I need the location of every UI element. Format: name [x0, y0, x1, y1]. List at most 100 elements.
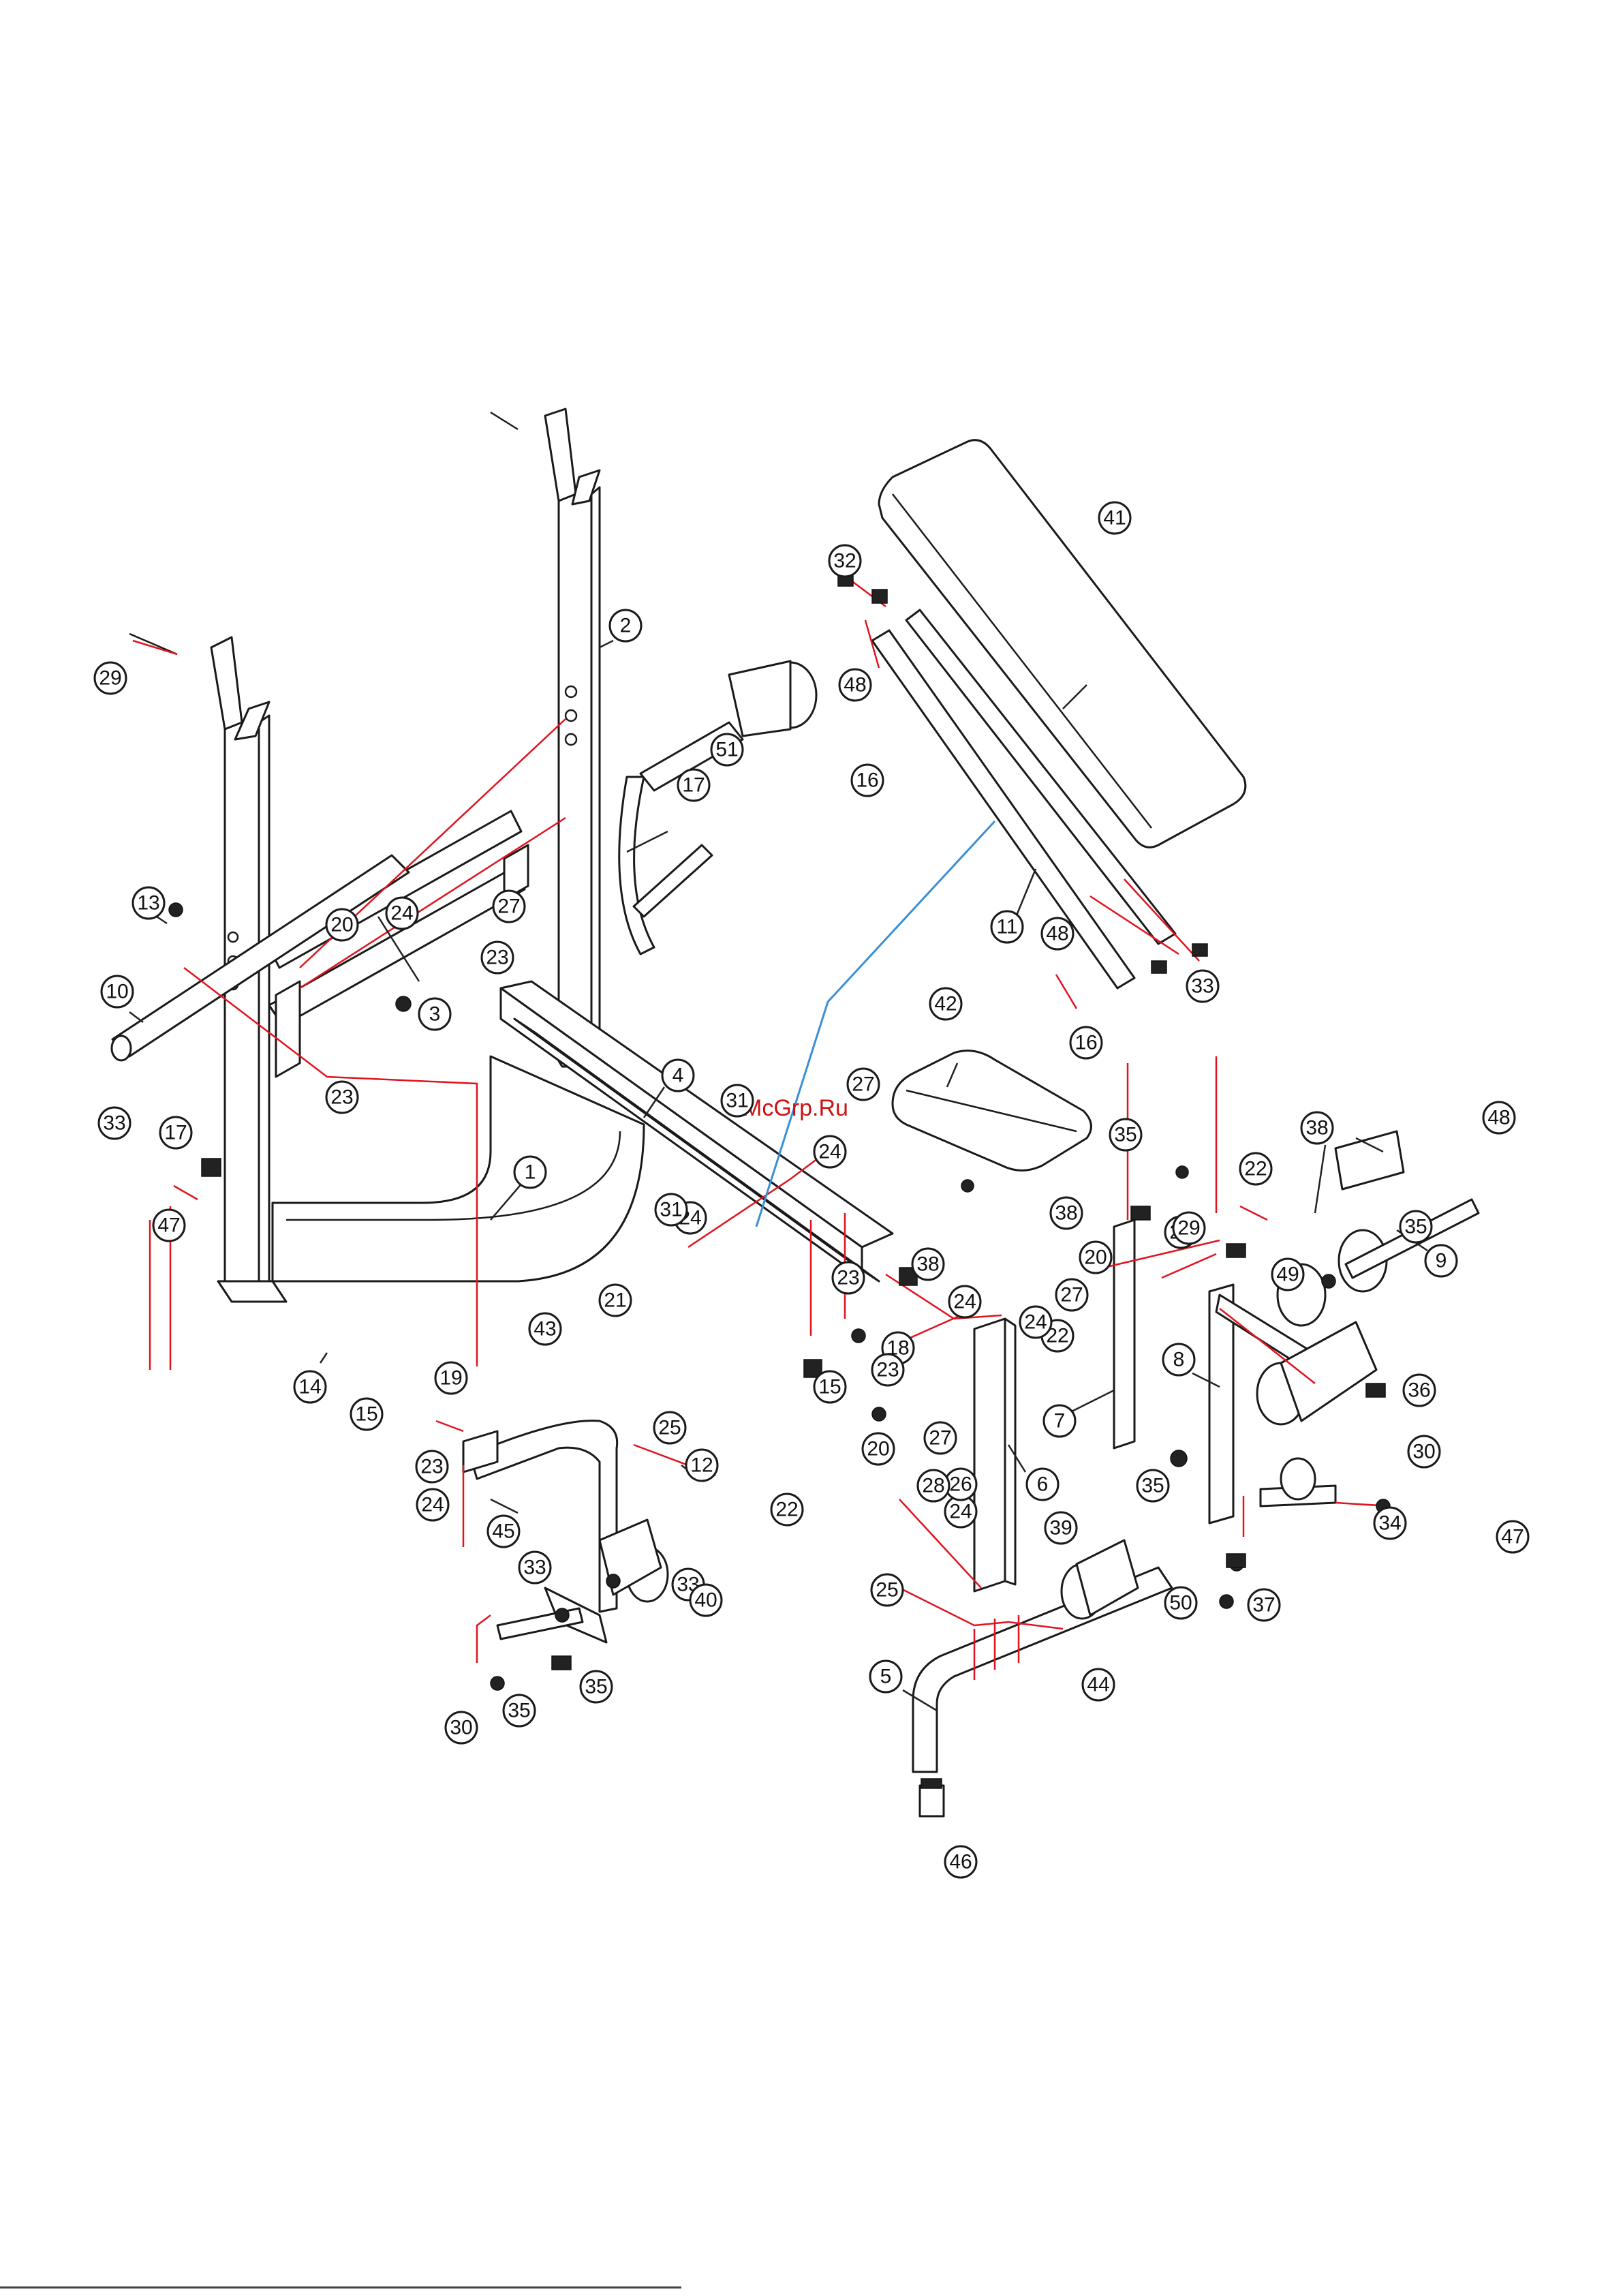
callout-44: 44	[1083, 1669, 1114, 1700]
callout-24: 24	[949, 1286, 980, 1317]
callout-number: 5	[880, 1666, 892, 1688]
callout-34: 34	[1374, 1507, 1406, 1539]
callout-45: 45	[488, 1516, 519, 1547]
callout-number: 6	[1037, 1473, 1049, 1496]
callout-number: 8	[1173, 1349, 1185, 1371]
callout-number: 24	[421, 1494, 444, 1516]
callout-number: 25	[658, 1417, 681, 1439]
callout-37: 37	[1248, 1589, 1280, 1621]
callout-49: 49	[1272, 1259, 1303, 1290]
callout-30: 30	[446, 1712, 477, 1743]
callout-number: 35	[1141, 1475, 1164, 1497]
callout-27: 27	[925, 1422, 956, 1454]
callout-23: 23	[326, 1082, 358, 1113]
callout-47: 47	[1497, 1521, 1528, 1552]
callout-24: 24	[386, 898, 418, 929]
callout-number: 34	[1378, 1512, 1401, 1535]
callout-number: 3	[429, 1003, 441, 1026]
callout-27: 27	[848, 1069, 879, 1100]
callout-number: 48	[844, 674, 866, 697]
callout-17: 17	[678, 769, 709, 801]
callout-29: 29	[95, 662, 126, 694]
callout-22: 22	[1240, 1153, 1271, 1184]
callout-number: 1	[525, 1161, 536, 1184]
callout-number: 33	[1191, 975, 1214, 998]
callout-51: 51	[711, 734, 743, 765]
callout-number: 11	[996, 916, 1017, 938]
callout-number: 9	[1436, 1250, 1447, 1272]
callout-number: 15	[355, 1403, 377, 1426]
callout-24: 24	[1020, 1306, 1051, 1338]
callout-number: 7	[1054, 1410, 1066, 1433]
watermark-text: McGrp.Ru	[743, 1095, 848, 1121]
callout-43: 43	[529, 1313, 561, 1345]
callout-15: 15	[814, 1371, 846, 1403]
callout-47: 47	[153, 1210, 185, 1241]
callout-48: 48	[1042, 918, 1073, 949]
callout-35: 35	[1400, 1211, 1432, 1242]
callout-23: 23	[872, 1354, 903, 1386]
callout-number: 30	[1412, 1441, 1435, 1463]
callout-number: 22	[775, 1499, 798, 1521]
callout-7: 7	[1044, 1405, 1075, 1437]
callout-9: 9	[1425, 1245, 1457, 1276]
callout-number: 17	[682, 774, 705, 797]
callout-number: 10	[106, 981, 128, 1003]
callout-number: 20	[330, 914, 353, 936]
callout-number: 48	[1046, 923, 1068, 945]
callout-number: 27	[852, 1073, 874, 1096]
callout-number: 46	[949, 1851, 972, 1873]
callout-2: 2	[610, 610, 641, 641]
callout-number: 22	[1244, 1158, 1267, 1180]
callout-31: 31	[722, 1085, 753, 1116]
callout-20: 20	[863, 1433, 894, 1465]
callout-48: 48	[839, 669, 871, 701]
callout-number: 48	[1487, 1107, 1510, 1129]
callout-number: 51	[715, 739, 738, 761]
callout-number: 20	[867, 1438, 889, 1460]
callout-19: 19	[435, 1362, 467, 1394]
callout-33: 33	[99, 1107, 130, 1139]
callout-number: 13	[137, 892, 159, 915]
callout-number: 25	[876, 1579, 898, 1602]
callout-number: 24	[390, 902, 413, 925]
callout-30: 30	[1408, 1436, 1440, 1467]
callout-20: 20	[1080, 1242, 1111, 1273]
callout-29: 29	[1173, 1212, 1205, 1244]
callout-12: 12	[686, 1450, 717, 1481]
callout-number: 4	[673, 1065, 684, 1087]
callout-number: 12	[690, 1454, 713, 1477]
callout-24: 24	[814, 1136, 846, 1167]
callout-23: 23	[482, 942, 513, 973]
callout-number: 29	[1177, 1217, 1200, 1240]
callout-6: 6	[1027, 1469, 1058, 1500]
right-upright	[545, 409, 617, 1067]
callout-16: 16	[852, 765, 883, 796]
callout-number: 14	[298, 1376, 321, 1398]
callout-number: 27	[929, 1427, 951, 1450]
callout-number: 35	[1404, 1216, 1427, 1238]
callout-number: 23	[420, 1456, 443, 1478]
callout-number: 37	[1252, 1594, 1275, 1617]
callout-33: 33	[1187, 970, 1218, 1002]
callout-number: 32	[833, 550, 856, 572]
callout-number: 35	[1114, 1124, 1137, 1146]
callout-number: 19	[439, 1367, 462, 1390]
callout-number: 21	[604, 1289, 626, 1312]
callout-number: 24	[818, 1141, 841, 1163]
callout-27: 27	[1056, 1279, 1087, 1311]
callout-13: 13	[133, 887, 164, 919]
callout-28: 28	[918, 1470, 949, 1501]
callout-number: 47	[157, 1214, 180, 1237]
callout-number: 38	[916, 1253, 939, 1276]
callout-35: 35	[581, 1671, 612, 1702]
callout-number: 23	[486, 947, 508, 969]
callout-4: 4	[662, 1060, 694, 1091]
callout-number: 35	[585, 1676, 607, 1698]
callout-8: 8	[1163, 1344, 1194, 1375]
callout-50: 50	[1165, 1587, 1196, 1619]
callout-27: 27	[493, 891, 525, 922]
callout-17: 17	[160, 1117, 191, 1148]
callout-number: 49	[1276, 1264, 1299, 1286]
